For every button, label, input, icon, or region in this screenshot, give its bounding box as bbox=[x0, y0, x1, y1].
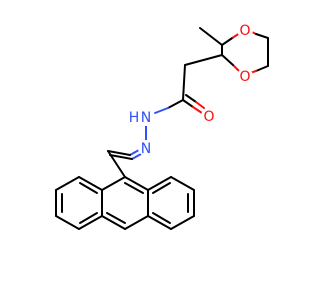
bond-c2-ch2 bbox=[184, 54, 223, 66]
hydrogen-label: H bbox=[129, 110, 140, 126]
atom-label-o-ring-top: O bbox=[237, 22, 253, 39]
oxygen-label: O bbox=[239, 23, 250, 39]
atom-label-o-ring-bottom: O bbox=[237, 68, 253, 85]
anthracene-bond bbox=[124, 215, 149, 230]
anthracene-double-bond bbox=[152, 212, 171, 224]
anthracene-double-bond bbox=[79, 182, 98, 194]
anthracene-bond bbox=[147, 215, 172, 230]
atom-label-nh: N H bbox=[129, 108, 155, 126]
bond-o3-c2-oxygen-half bbox=[232, 64, 241, 73]
atom-label-n-imine: N bbox=[138, 140, 154, 157]
bond-c2-o1-carbon-half bbox=[221, 36, 234, 46]
anthracene-bond bbox=[101, 176, 126, 191]
anthracene-double-bond bbox=[124, 182, 144, 194]
anthracene-bond bbox=[78, 176, 103, 191]
imine-bond-a-nitrogen-half bbox=[129, 149, 140, 156]
bond-carbonyl-c-nh-carbon-half bbox=[167, 99, 184, 109]
bond-o1-c5-carbon-half bbox=[255, 33, 269, 39]
bond-ch-anthracene bbox=[107, 150, 126, 178]
nitrogen-label: N bbox=[141, 110, 151, 126]
anthracene-bond bbox=[147, 176, 172, 191]
anthracene-bond bbox=[55, 176, 80, 191]
molecule-structure-diagram: O O O N H N bbox=[55, 22, 269, 230]
anthracene-bond bbox=[101, 215, 126, 230]
anthracene-double-bond bbox=[152, 182, 171, 194]
methyl-bond bbox=[199, 27, 223, 46]
anthracene-bond bbox=[124, 176, 149, 191]
imine-bond-a-carbon-half bbox=[107, 150, 131, 156]
anthracene-bond bbox=[170, 215, 195, 230]
anthracene-double-bond bbox=[79, 212, 98, 224]
bond-c4-o3-carbon-half bbox=[255, 65, 269, 72]
anthracene-ring-system bbox=[55, 176, 195, 230]
imine-bond-b-nitrogen-half bbox=[131, 153, 142, 160]
oxygen-label: O bbox=[239, 69, 250, 85]
anthracene-bond bbox=[55, 215, 80, 230]
atom-label-o-carbonyl: O bbox=[201, 108, 217, 125]
nitrogen-label: N bbox=[141, 141, 151, 157]
anthracene-double-bond bbox=[106, 212, 126, 224]
carbonyl-bond-a-oxygen-half bbox=[192, 106, 203, 114]
bond-ch2-carbonyl-c bbox=[182, 64, 186, 101]
anthracene-bond bbox=[170, 176, 195, 191]
imine-bond-b-carbon-half bbox=[109, 154, 133, 160]
bond-carbonyl-c-nh-nitrogen-half bbox=[154, 107, 169, 114]
anthracene-bond bbox=[78, 215, 103, 230]
carbonyl-bond-a-carbon-half bbox=[182, 99, 194, 108]
carbonyl-bond-b-oxygen-half bbox=[195, 101, 205, 109]
oxygen-label: O bbox=[203, 109, 214, 125]
bond-o3-c2-carbon-half bbox=[221, 54, 234, 66]
carbonyl-bond-b-carbon-half bbox=[185, 94, 197, 103]
